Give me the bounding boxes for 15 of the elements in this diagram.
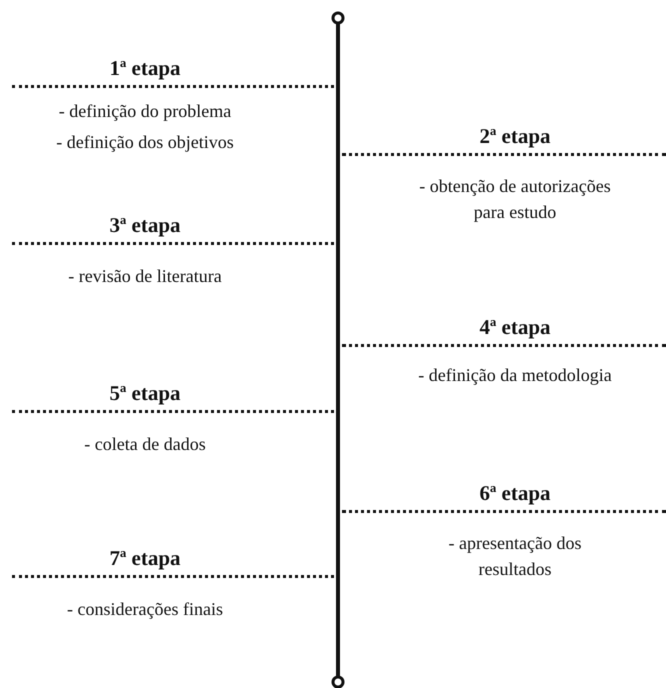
stage-description: - obtenção de autorizações para estudo bbox=[418, 175, 612, 224]
stage-description: - apresentação dos resultados bbox=[448, 532, 582, 582]
stage-description: - definição dos objetivos bbox=[55, 131, 235, 154]
stage-heading: 7ª etapa bbox=[108, 545, 182, 572]
stage-heading: 6ª etapa bbox=[478, 480, 552, 507]
stage-description: - definição da metodologia bbox=[417, 364, 613, 387]
stage-heading: 4ª etapa bbox=[478, 314, 552, 341]
stage-heading: 2ª etapa bbox=[478, 123, 552, 150]
stage-description: - definição do problema bbox=[58, 100, 232, 123]
stage-heading: 1ª etapa bbox=[108, 55, 182, 82]
stage-description: - revisão de literatura bbox=[67, 265, 223, 288]
stage-heading: 5ª etapa bbox=[108, 380, 182, 407]
stage-description: - coleta de dados bbox=[83, 433, 207, 456]
stage-description: - considerações finais bbox=[66, 598, 224, 621]
stage-heading: 3ª etapa bbox=[108, 212, 182, 239]
